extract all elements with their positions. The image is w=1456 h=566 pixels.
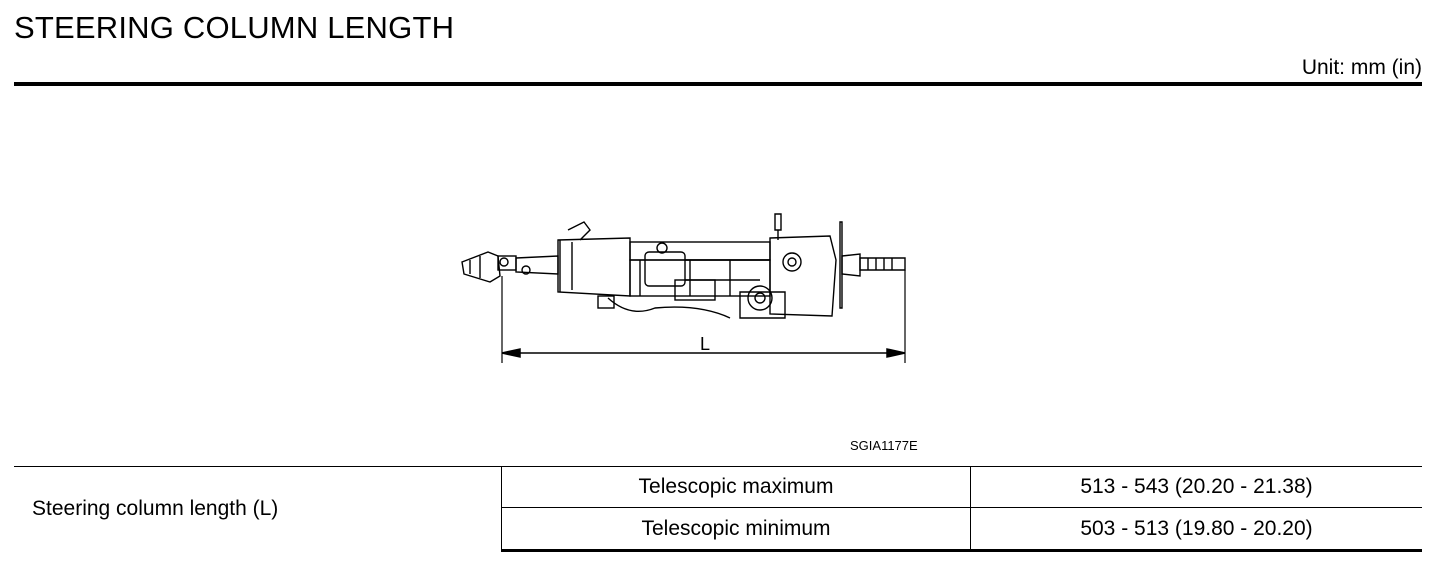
table-row: Telescopic minimum 503 - 513 (19.80 - 20… (14, 507, 1422, 552)
spec-table: Steering column length (L) Telescopic ma… (14, 465, 1422, 552)
arrow-left (501, 348, 521, 358)
column-housing (557, 237, 631, 297)
steering-column-diagram: L (461, 213, 906, 363)
row-label: Steering column length (L) (14, 466, 502, 551)
condition-cell: Telescopic maximum (501, 465, 971, 508)
header-rule (14, 82, 1422, 86)
condition-cell: Telescopic minimum (501, 507, 971, 552)
table-row: Steering column length (L) Telescopic ma… (14, 465, 1422, 551)
arrow-right (886, 348, 906, 358)
tilt-mechanism (769, 235, 837, 317)
motor-assembly (644, 251, 686, 287)
figure-code: SGIA1177E (850, 438, 918, 453)
value-cell: 503 - 513 (19.80 - 20.20) (970, 507, 1422, 552)
splined-end (859, 257, 906, 271)
unit-note: Unit: mm (in) (1301, 56, 1422, 79)
wiring-harness (607, 297, 731, 319)
value-cell: 513 - 543 (20.20 - 21.38) (970, 465, 1422, 508)
universal-joint (461, 251, 501, 283)
page-title: STEERING COLUMN LENGTH (14, 10, 455, 45)
dimension-label: L (700, 334, 710, 354)
